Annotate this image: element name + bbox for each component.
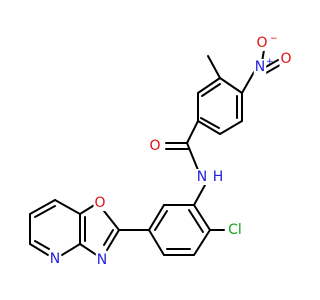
bond bbox=[241, 71, 255, 94]
bond bbox=[186, 142, 199, 171]
bond bbox=[188, 209, 204, 233]
label-background bbox=[48, 251, 62, 267]
bond bbox=[200, 117, 220, 129]
bond bbox=[61, 243, 81, 256]
bond bbox=[219, 77, 243, 94]
bond bbox=[154, 210, 168, 231]
bond bbox=[193, 204, 211, 231]
atom-label-cl: Cl bbox=[228, 222, 242, 238]
bond bbox=[79, 243, 99, 257]
label-background bbox=[195, 169, 209, 185]
bond bbox=[148, 229, 165, 256]
bond bbox=[148, 204, 165, 231]
bond bbox=[193, 229, 211, 256]
molecule-diagram: O − N + O O N H Cl O N N bbox=[29, 34, 293, 268]
bond bbox=[197, 77, 221, 94]
atom-label-n-amide: N bbox=[197, 169, 207, 185]
charge-label-minus: − bbox=[270, 34, 278, 44]
atom-label-o-nitro-top: O bbox=[256, 35, 267, 51]
label-background bbox=[93, 195, 107, 211]
label-background bbox=[253, 59, 267, 75]
bond bbox=[219, 120, 243, 135]
bond bbox=[186, 120, 199, 144]
bond bbox=[34, 240, 50, 250]
atom-label-n-oxazole: N bbox=[97, 252, 107, 268]
label-background bbox=[148, 138, 162, 154]
atom-label-n-nitro: N bbox=[255, 59, 265, 75]
atom-label-n-pyridine: N bbox=[50, 251, 60, 267]
atom-label-o-carbonyl: O bbox=[149, 138, 160, 154]
atom-label-layer: O − N + O O N H Cl O N N bbox=[48, 34, 293, 268]
bond bbox=[79, 203, 97, 215]
bond bbox=[197, 120, 221, 135]
bond bbox=[103, 229, 114, 246]
label-background bbox=[279, 51, 293, 67]
bond bbox=[265, 64, 281, 74]
bond bbox=[103, 210, 120, 231]
bond bbox=[106, 229, 120, 251]
atom-label-o-oxazole: O bbox=[94, 195, 105, 211]
bond bbox=[263, 59, 279, 69]
bond bbox=[29, 199, 56, 215]
bond bbox=[29, 243, 49, 256]
label-background bbox=[211, 169, 225, 185]
label-background bbox=[227, 222, 243, 238]
label-background bbox=[255, 35, 269, 51]
atom-label-h-amide: H bbox=[213, 169, 224, 185]
charge-label-plus: + bbox=[266, 57, 274, 67]
bond bbox=[54, 199, 81, 215]
label-background bbox=[95, 252, 109, 268]
bond bbox=[201, 83, 221, 97]
atom-label-o-nitro-right: O bbox=[280, 51, 291, 67]
bond bbox=[207, 55, 221, 79]
structure-canvas: O − N + O O N H Cl O N N bbox=[29, 34, 293, 268]
bond bbox=[34, 205, 56, 218]
bond bbox=[193, 184, 206, 206]
